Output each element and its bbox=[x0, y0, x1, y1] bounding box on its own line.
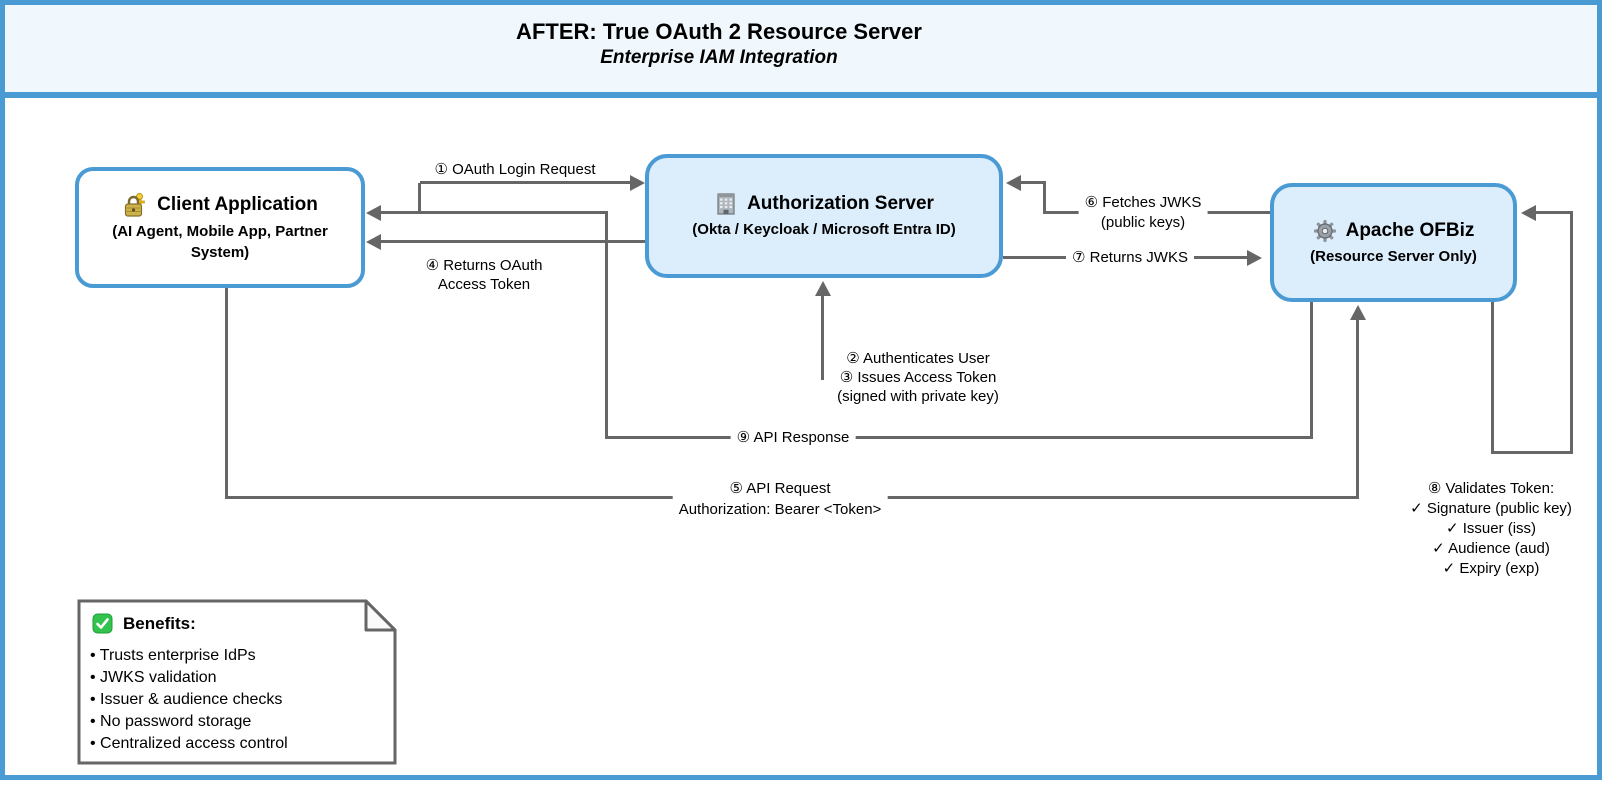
node-subtitle: (AI Agent, Mobile App, Partner System) bbox=[112, 223, 328, 261]
edge-validates-segment bbox=[1491, 302, 1494, 454]
edge-fetches-jwks-segment bbox=[1043, 181, 1046, 213]
edge-label-line: ② Authenticates User bbox=[846, 350, 990, 367]
node-authorization-server: Authorization Server (Okta / Keycloak / … bbox=[645, 154, 1003, 278]
node-title-row: Client Application bbox=[122, 192, 318, 218]
edge-api-response-segment bbox=[605, 211, 608, 439]
arrowhead-into-ofbiz bbox=[1521, 205, 1536, 221]
edge-oauth-login-segment bbox=[418, 183, 421, 213]
lock-icon bbox=[122, 192, 148, 218]
note-item: • JWKS validation bbox=[90, 669, 217, 686]
edge-label-authenticates: ② Authenticates User ③ Issues Access Tok… bbox=[837, 349, 999, 406]
edge-validates-segment bbox=[1532, 211, 1572, 214]
edge-label-line: ④ Returns OAuth bbox=[425, 257, 543, 274]
edge-label-line: ✓ Expiry (exp) bbox=[1442, 560, 1540, 577]
note-items: • Trusts enterprise IdPs • JWKS validati… bbox=[90, 645, 288, 755]
edge-label-api-response: ⑨ API Response bbox=[730, 428, 856, 447]
edge-label-line: (public keys) bbox=[1100, 214, 1186, 231]
edge-label-line: ✓ Signature (public key) bbox=[1410, 500, 1572, 517]
arrowhead-into-ofbiz bbox=[1350, 305, 1366, 320]
edge-oauth-login-segment bbox=[420, 181, 632, 184]
arrowhead-into-client bbox=[366, 205, 381, 221]
note-item: • Issuer & audience checks bbox=[90, 691, 283, 708]
edge-label-line: ③ Issues Access Token bbox=[839, 369, 997, 386]
edge-label-line: Access Token bbox=[437, 276, 531, 293]
edge-label-line: ✓ Issuer (iss) bbox=[1445, 520, 1537, 537]
edge-validates-segment bbox=[1491, 451, 1573, 454]
node-apache-ofbiz: Apache OFBiz (Resource Server Only) bbox=[1270, 183, 1517, 302]
diagram-subtitle: Enterprise IAM Integration bbox=[600, 47, 838, 68]
edge-label-validates-token: ⑧ Validates Token: ✓ Signature (public k… bbox=[1410, 479, 1572, 579]
arrowhead-into-auth-server bbox=[630, 175, 645, 191]
note-heading-row: Benefits: bbox=[92, 613, 196, 634]
gear-icon bbox=[1313, 219, 1337, 243]
edge-validates-segment bbox=[1570, 211, 1573, 454]
arrowhead-into-ofbiz bbox=[1247, 250, 1262, 266]
edge-label-line: Authorization: Bearer <Token> bbox=[678, 501, 882, 518]
edge-api-response-segment bbox=[605, 436, 1313, 439]
edge-api-response-segment bbox=[1310, 302, 1313, 439]
arrowhead-into-auth-server bbox=[1006, 175, 1021, 191]
office-building-icon bbox=[714, 192, 738, 216]
edge-label-returns-jwks: ⑦ Returns JWKS bbox=[1066, 248, 1194, 267]
title-band bbox=[5, 5, 1597, 98]
edge-authenticates-segment bbox=[821, 293, 824, 380]
edge-api-request-segment bbox=[225, 288, 228, 499]
node-title: Authorization Server bbox=[747, 193, 934, 214]
diagram-title: AFTER: True OAuth 2 Resource Server bbox=[516, 19, 922, 44]
edge-fetches-jwks-segment bbox=[1018, 181, 1046, 184]
node-client-application: Client Application (AI Agent, Mobile App… bbox=[75, 167, 365, 288]
edge-label-line: ⑥ Fetches JWKS bbox=[1084, 194, 1202, 211]
note-item: • No password storage bbox=[90, 713, 252, 730]
node-subtitle: (Okta / Keycloak / Microsoft Entra ID) bbox=[692, 221, 956, 238]
node-title-row: Apache OFBiz bbox=[1313, 219, 1475, 243]
edge-label-returns-token: ④ Returns OAuth Access Token bbox=[426, 256, 543, 294]
note-item: • Trusts enterprise IdPs bbox=[90, 647, 256, 664]
node-title: Apache OFBiz bbox=[1345, 219, 1475, 241]
arrowhead-into-client bbox=[366, 234, 381, 250]
note-shape bbox=[77, 599, 397, 765]
edge-label-line: ⑧ Validates Token: bbox=[1427, 480, 1555, 497]
green-check-icon bbox=[92, 613, 113, 634]
arrowhead-into-auth-server bbox=[815, 281, 831, 296]
edge-api-request-segment bbox=[1356, 317, 1359, 499]
edge-label-api-request: ⑤ API Request Authorization: Bearer <Tok… bbox=[672, 478, 888, 520]
benefits-note: Benefits: • Trusts enterprise IdPs • JWK… bbox=[77, 599, 397, 765]
edge-label-oauth-login: ① OAuth Login Request bbox=[434, 161, 596, 178]
note-heading: Benefits: bbox=[123, 613, 196, 633]
node-title-row: Authorization Server bbox=[714, 192, 934, 216]
edge-label-fetches-jwks: ⑥ Fetches JWKS (public keys) bbox=[1078, 193, 1208, 233]
edge-api-response-segment bbox=[377, 211, 608, 214]
edge-label-line: (signed with private key) bbox=[837, 388, 999, 405]
edge-returns-token-segment bbox=[377, 240, 645, 243]
edge-label-line: ⑤ API Request bbox=[729, 480, 831, 497]
node-subtitle: (Resource Server Only) bbox=[1310, 247, 1477, 265]
edge-label-line: ✓ Audience (aud) bbox=[1432, 540, 1550, 557]
node-title: Client Application bbox=[157, 194, 318, 215]
note-item: • Centralized access control bbox=[90, 735, 288, 752]
